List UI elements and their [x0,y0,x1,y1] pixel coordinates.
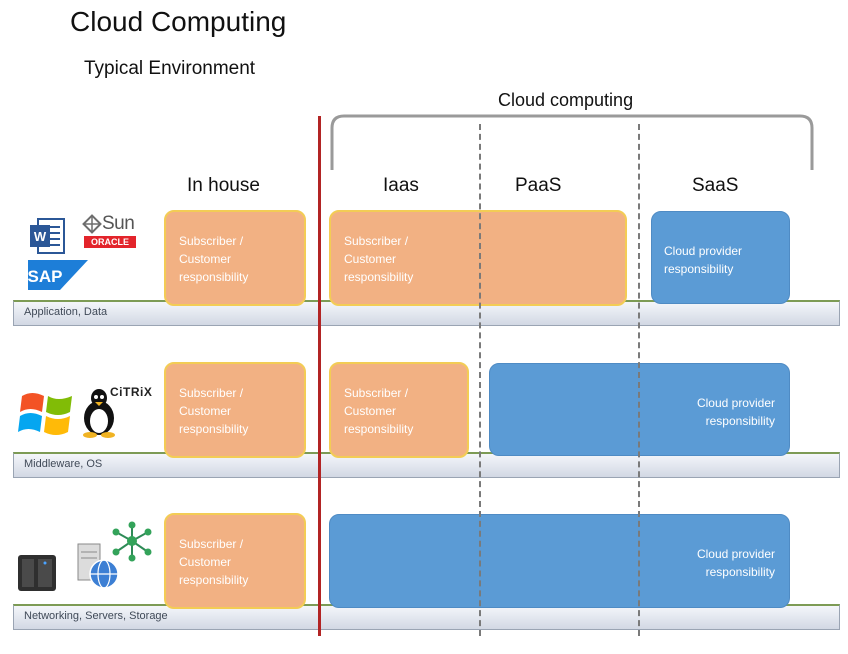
box-inhouse-middleware: Subscriber / Customer responsibility [164,362,306,458]
layer-band-infrastructure: Networking, Servers, Storage [13,604,840,630]
column-saas: SaaS [692,175,739,196]
linux-tux-icon [83,389,115,438]
windows-logo-icon [18,393,72,435]
box-iaas-saas-infrastructure: Cloud provider responsibility [329,514,790,608]
cloud-computing-label: Cloud computing [498,90,634,110]
box-line: Customer [179,252,232,266]
citrix-logo: CiTRiX [110,385,153,399]
box-iaas-paas-application: Subscriber / Customer responsibility [329,210,627,306]
svg-text:W: W [34,229,47,244]
box-line: Customer [179,555,232,569]
box-line: Subscriber / [179,234,244,248]
box-line: responsibility [705,565,775,579]
box-line: Subscriber / [179,386,244,400]
column-in-house: In house [187,175,260,196]
box-line: Subscriber / [179,537,244,551]
box-line: Subscriber / [344,386,409,400]
box-line: Customer [344,252,397,266]
column-iaas: Iaas [383,175,419,196]
page-subtitle: Typical Environment [84,58,256,79]
box-line: responsibility [179,573,249,587]
box-line: Cloud provider [696,547,775,561]
box-line: responsibility [705,414,775,428]
iaas-paas-divider [479,124,481,636]
box-line: responsibility [179,422,249,436]
box-line: Customer [344,404,397,418]
box-saas-application: Cloud provider responsibility [651,211,790,304]
box-line: Cloud provider [696,396,775,410]
server-icon [18,555,56,591]
box-inhouse-infrastructure: Subscriber / Customer responsibility [164,513,306,609]
paas-saas-divider [638,124,640,636]
oracle-logo: ORACLE [84,236,136,248]
box-line: responsibility [344,270,414,284]
box-line: responsibility [664,262,734,276]
web-server-globe-icon [77,543,119,589]
box-line: responsibility [344,422,414,436]
cloud-computing-bracket [330,114,814,170]
box-line: responsibility [179,270,249,284]
box-inhouse-application: Subscriber / Customer responsibility [164,210,306,306]
sun-diamond-icon [82,214,102,234]
box-line: Customer [179,404,232,418]
column-paas: PaaS [515,175,562,196]
page-title: Cloud Computing [70,6,287,37]
box-line: Cloud provider [664,244,743,258]
word-icon: W [30,218,65,254]
network-nodes-icon [112,521,152,562]
sap-logo: SAP [28,260,88,290]
sun-logo-text: Sun [102,213,135,234]
box-iaas-middleware: Subscriber / Customer responsibility [329,362,469,458]
box-line: Subscriber / [344,234,409,248]
sap-logo-text: SAP [28,267,62,286]
inhouse-cloud-divider [318,116,321,636]
